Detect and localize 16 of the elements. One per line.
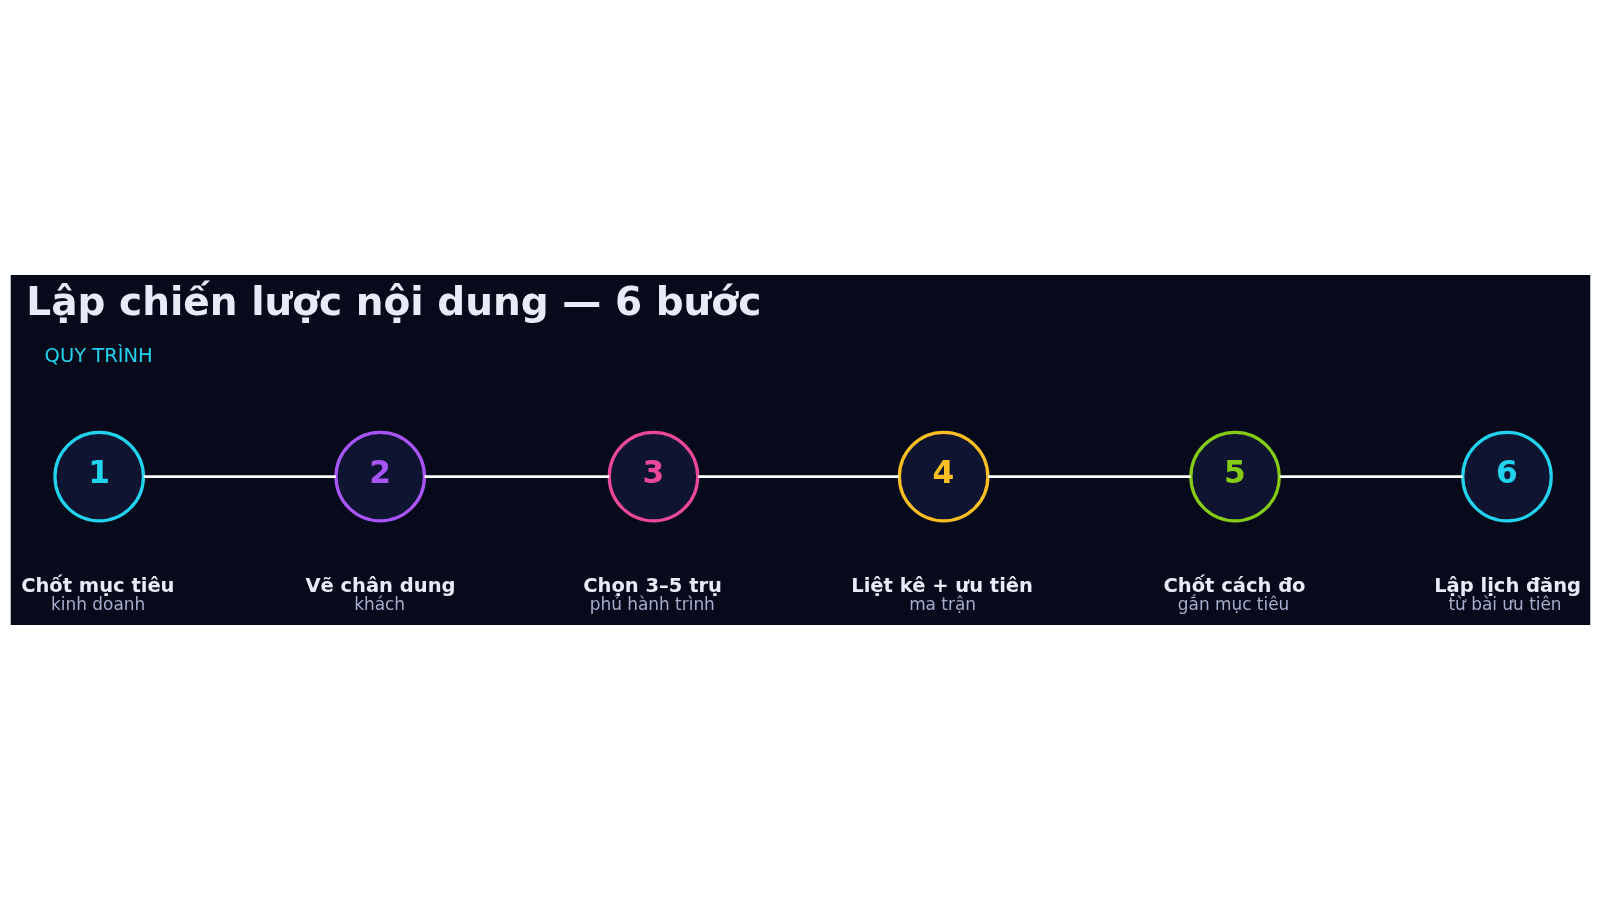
connector [143, 475, 336, 478]
node-circle: 3 [607, 430, 699, 523]
node-label: gắn mục tiêu [1177, 593, 1289, 614]
node-label: khách [353, 593, 405, 614]
node-circle: 2 [333, 430, 426, 523]
node-circle: 4 [897, 430, 989, 523]
diagram-title: Lập chiến lược nội dung — 6 bước [25, 279, 761, 325]
node-label: ma trận [908, 593, 976, 614]
label: QUY TRÌNH [44, 343, 153, 367]
connector [424, 475, 609, 478]
connector [697, 475, 899, 478]
node-circle: 5 [1188, 430, 1281, 523]
node-circle: 6 [1460, 430, 1553, 523]
connector [987, 475, 1191, 478]
node-circle: 1 [52, 430, 145, 523]
connector [1279, 475, 1463, 478]
